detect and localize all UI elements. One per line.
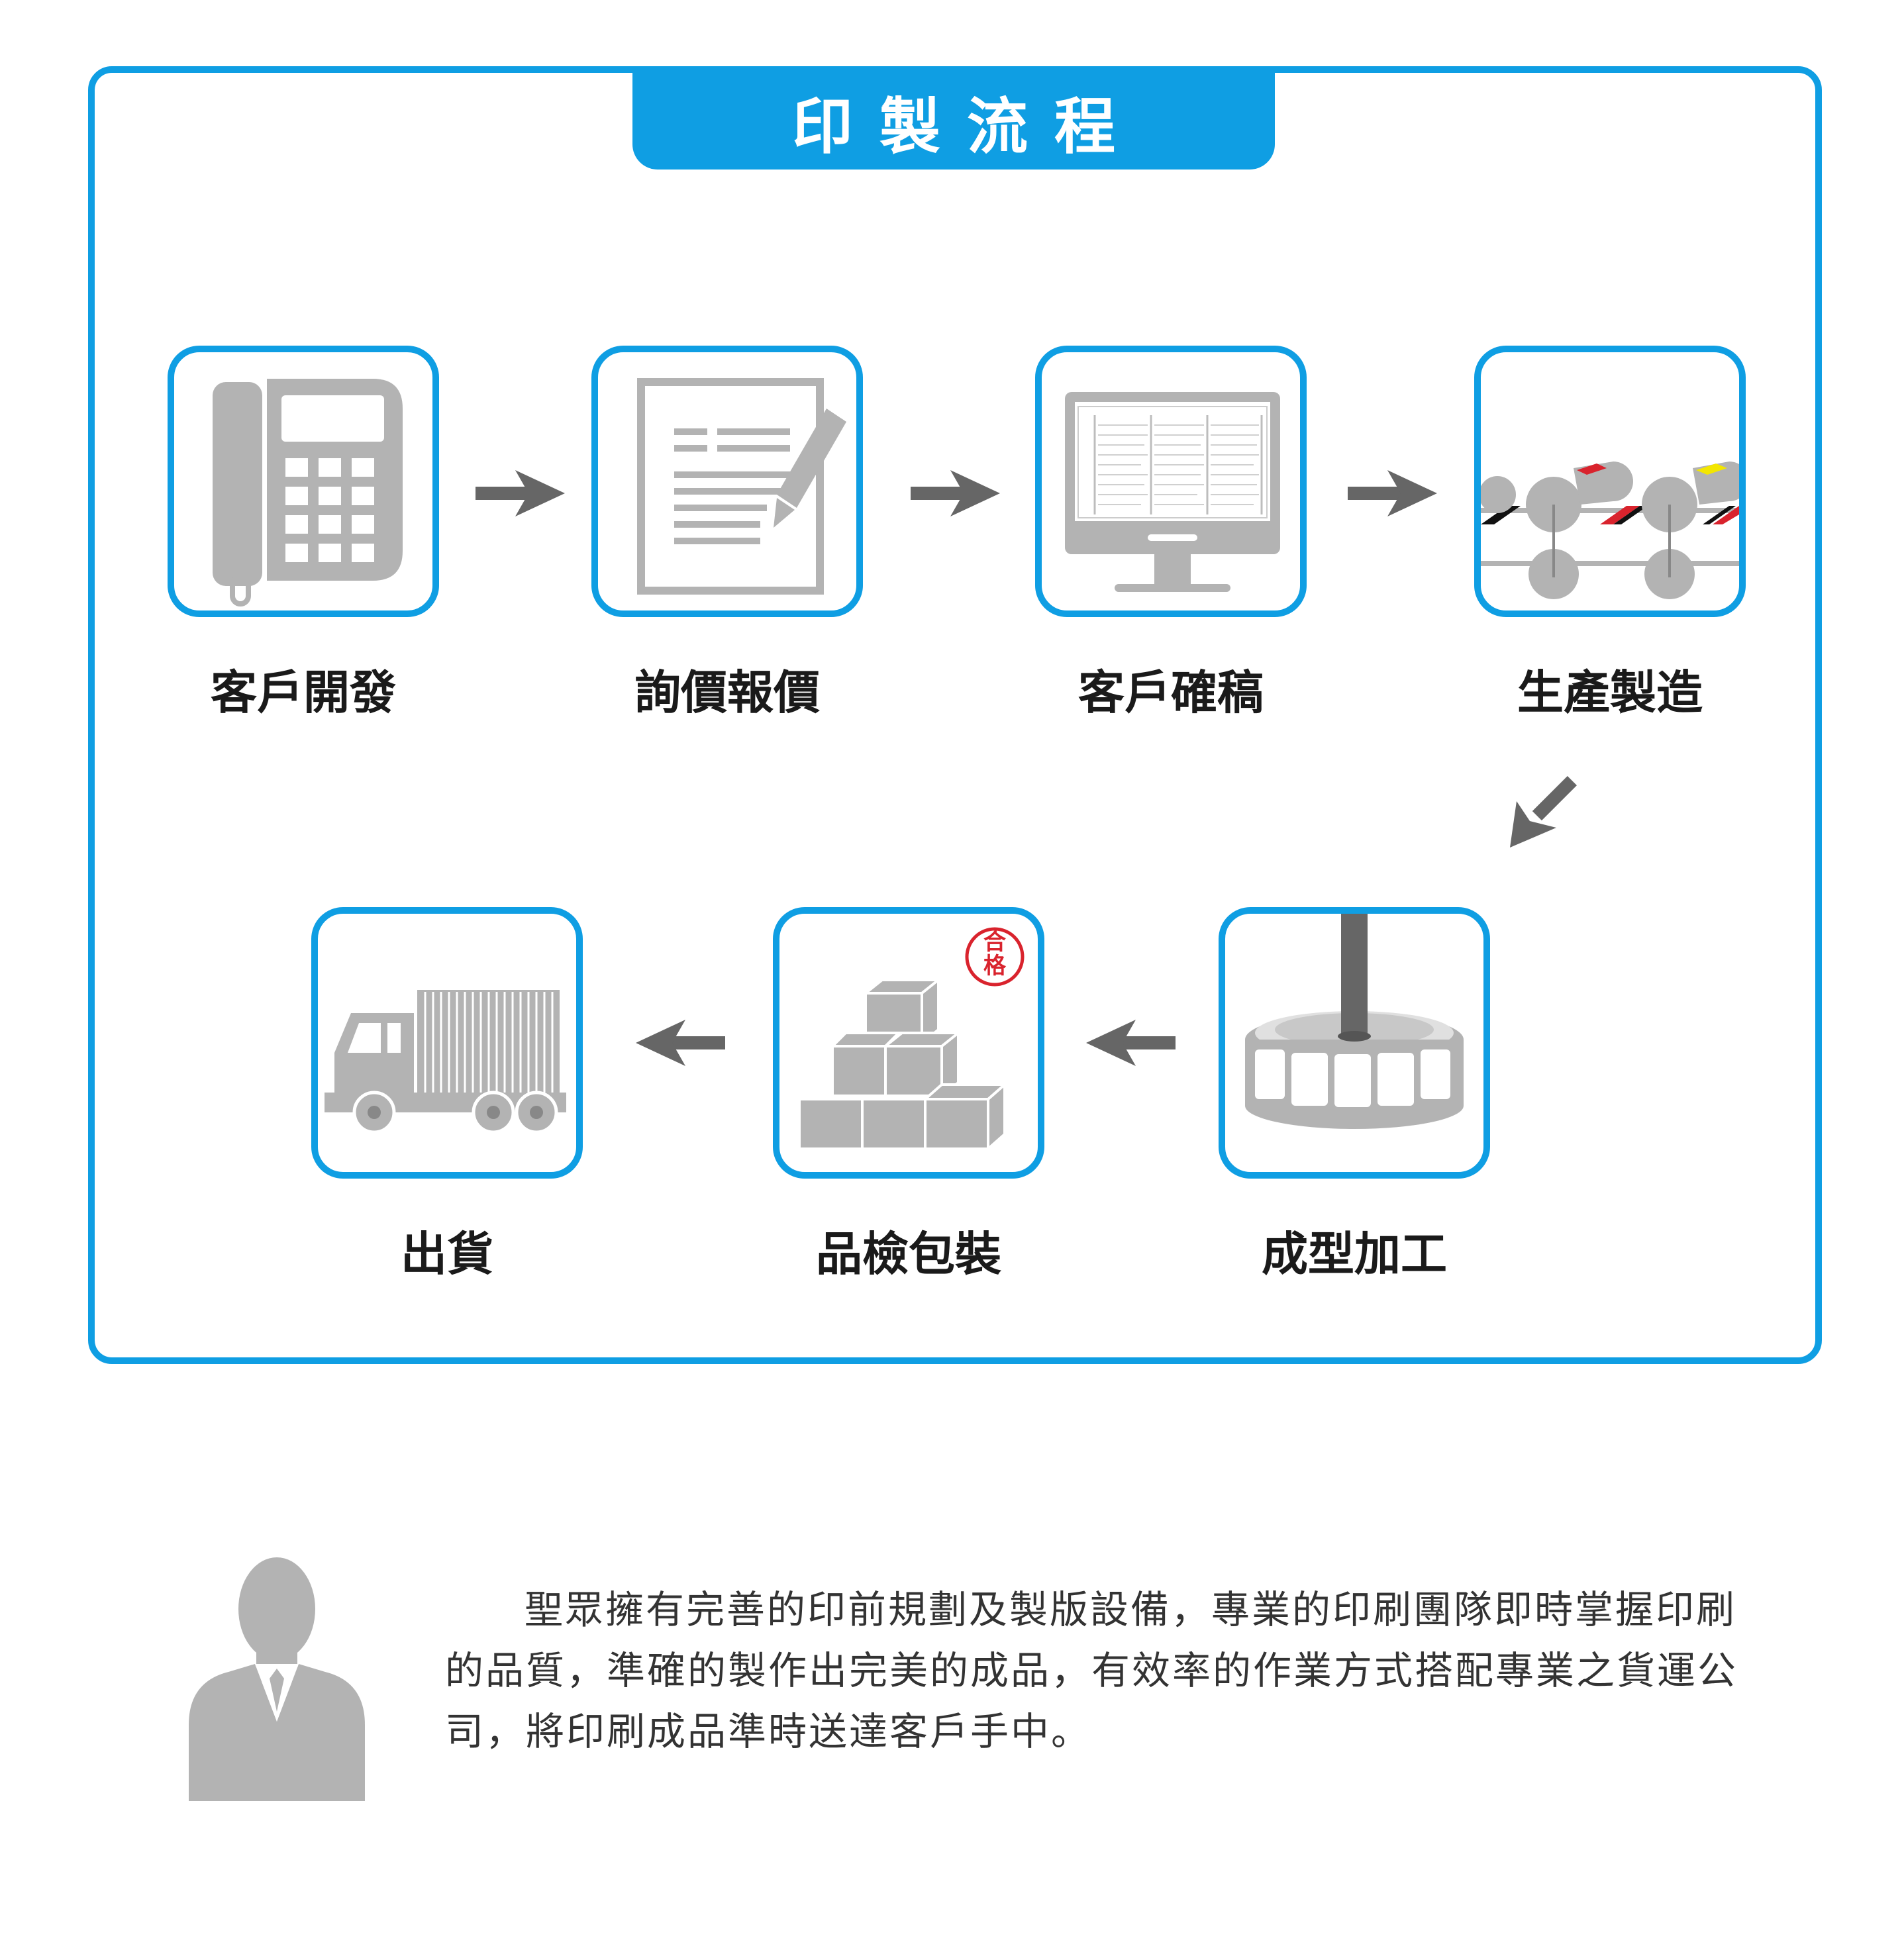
step-production: [1474, 346, 1746, 617]
company-description: 聖眾擁有完善的印前規劃及製版設備，專業的印刷團隊即時掌握印刷的品質，準確的製作出…: [445, 1587, 1738, 1754]
boxes-inspection-icon: 合格: [798, 927, 1025, 1152]
businessman-icon: [189, 1557, 365, 1801]
step-label-production: 生產製造: [1517, 665, 1703, 720]
printing-rollers-icon: [1481, 462, 1739, 599]
process-frame: [88, 66, 1822, 1364]
step-proof-confirmation: [1035, 346, 1307, 617]
telephone-icon: [213, 379, 403, 607]
step-quotation: [591, 346, 863, 617]
step-shipping: [311, 907, 583, 1179]
step-forming: [1219, 907, 1490, 1179]
monitor-document-icon: [1065, 392, 1280, 592]
step-label-quotation: 詢價報價: [634, 665, 820, 720]
truck-icon: [325, 990, 566, 1134]
page-title: 印製流程: [791, 91, 1142, 162]
step-label-shipping: 出貨: [401, 1227, 493, 1281]
label-roll-icon: [1245, 914, 1464, 1129]
step-label-inspection-packaging: 品檢包裝: [816, 1227, 1001, 1281]
step-inspection-packaging: 合格: [773, 907, 1044, 1179]
arrow-left-icon: [1086, 1020, 1176, 1066]
arrow-left-icon: [636, 1020, 725, 1066]
step-customer-development: [168, 346, 439, 617]
arrow-right-icon: [1348, 470, 1437, 516]
arrow-right-icon: [911, 470, 1000, 516]
title-banner: 印製流程: [632, 73, 1275, 170]
document-pen-icon: [637, 378, 846, 595]
arrow-down-left-icon: [1510, 775, 1577, 848]
arrow-right-icon: [476, 470, 565, 516]
step-label-proof-confirmation: 客戶確稿: [1078, 665, 1264, 720]
step-label-customer-development: 客戶開發: [211, 665, 396, 720]
step-label-forming: 成型加工: [1262, 1227, 1447, 1281]
stamp-text: 合格: [983, 929, 1007, 979]
